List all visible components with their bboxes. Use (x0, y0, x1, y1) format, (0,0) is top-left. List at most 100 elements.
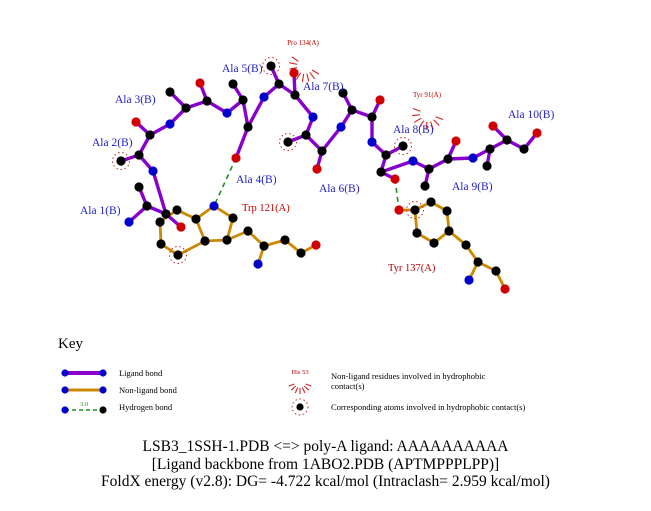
atom-N (464, 275, 474, 285)
hydrophobic-residue-label: Tyr 91(A) (413, 91, 442, 99)
key-hydrophobic-atoms-label: Corresponding atoms involved in hydropho… (331, 401, 526, 412)
hydrogen-bond-distance: 3.0 (80, 401, 88, 408)
eyelash-arc (295, 72, 302, 80)
atom-C (424, 164, 434, 174)
atom-O (131, 117, 141, 127)
key-title: Key (58, 336, 83, 352)
atom-C (485, 144, 495, 154)
atom-C (228, 79, 238, 89)
eyelash-arc (412, 108, 421, 112)
atom-O (375, 95, 385, 105)
residue-label: Ala 7(B) (303, 81, 344, 93)
eyelash-arc (425, 121, 428, 130)
non-ligand-bond (176, 239, 207, 257)
hydrophobic-contact-circle (279, 133, 297, 151)
atom-O (488, 121, 498, 131)
molecular-diagram: Pro 134(A)Tyr 91(A)Ala 1(B)Ala 2(B)Ala 3… (80, 39, 554, 294)
residue-label: Ala 9(B) (452, 181, 493, 193)
ligand-bond (293, 93, 315, 119)
key-hydrogen-bond-row: 3.0 Hydrogen bond (58, 398, 266, 415)
residue-label: Ala 6(B) (319, 183, 360, 195)
residue-label: Tyr 137(A) (388, 263, 436, 274)
non-ligand-bond-icon (61, 385, 107, 394)
atom-C (274, 79, 284, 89)
eyelash-arc (301, 73, 305, 82)
atom-C (296, 248, 306, 258)
hydrophobic-contact-circle (169, 246, 187, 264)
atom-C (482, 161, 492, 171)
atom-C (376, 167, 386, 177)
eyelash-arc (291, 56, 299, 62)
atom-O (394, 205, 404, 215)
ligand-bond (320, 125, 343, 153)
key-section: Key Ligand bond Non (58, 336, 633, 415)
hydrogen-bond (213, 157, 237, 207)
hydrogen-bond-icon: 3.0 (61, 401, 107, 414)
hydrophobic-contact-circle (112, 152, 130, 170)
key-right-column: His 53 Non-ligand residues involved (280, 364, 525, 415)
atom-C (228, 213, 238, 223)
eyelash-arc (289, 62, 298, 65)
atom-O (312, 164, 322, 174)
eyelash-arc (289, 67, 298, 70)
atom-C (381, 150, 391, 160)
eyelash-arc (435, 116, 444, 120)
key-ligand-bond-label: Ligand bond (119, 367, 163, 378)
atom-C (145, 130, 155, 140)
key-hydrophobic-residues-label: Non-ligand residues involved in hydropho… (331, 371, 486, 391)
atom-C (367, 112, 377, 122)
atom-C (243, 226, 253, 236)
hydrophobic-contact-circle (394, 137, 412, 155)
eyelash-arc (311, 69, 320, 75)
atom-N (209, 201, 219, 211)
eyelash-example-label: His 53 (291, 369, 308, 376)
residue-label: Ala 10(B) (508, 109, 554, 121)
residue-label: Trp 121(A) (242, 203, 290, 214)
atom-C (173, 250, 183, 260)
atom-C (238, 95, 248, 105)
atom-C (283, 137, 293, 147)
atom-C (519, 144, 529, 154)
key-left-column: Ligand bond Non-ligand bond 3.0 (58, 364, 266, 415)
atom-C (280, 235, 290, 245)
key-hydrophobic-atoms-row: Corresponding atoms involved in hydropho… (280, 398, 525, 415)
residue-label: Ala 2(B) (92, 137, 133, 149)
eyelash-arc (418, 120, 425, 128)
footer-line-2: [Ligand backbone from 1ABO2.PDB (APTMPPP… (151, 455, 500, 473)
eyelash-arc (306, 73, 310, 82)
eyelash-arc (412, 114, 421, 117)
hydrophobic-atom-icon (291, 398, 309, 415)
atom-O (289, 68, 299, 78)
atom-N (336, 122, 346, 132)
atom-C (473, 257, 483, 267)
atom-O (500, 284, 510, 294)
key-nonligand-bond-label: Non-ligand bond (119, 384, 177, 395)
atom-N (259, 92, 269, 102)
ligand-bond (379, 159, 415, 174)
atom-C (134, 182, 144, 192)
atom-C (502, 135, 512, 145)
atom-N (408, 156, 418, 166)
atom-N (124, 217, 134, 227)
atom-C (347, 105, 357, 115)
atom-C (200, 236, 210, 246)
atom-C (410, 205, 420, 215)
atom-C (444, 226, 454, 236)
atom-C (165, 87, 175, 97)
atom-O (176, 222, 186, 232)
hydrogen-bond (394, 178, 400, 211)
atom-N (165, 119, 175, 129)
hydrophobic-contact-circle (406, 201, 424, 219)
atom-C (202, 96, 212, 106)
atom-O (390, 174, 400, 184)
atom-C (172, 205, 182, 215)
atom-C (156, 239, 166, 249)
atom-N (148, 166, 158, 176)
atom-C (181, 103, 191, 113)
atom-C (301, 130, 311, 140)
atom-N (222, 108, 232, 118)
atom-C (461, 240, 471, 250)
atom-C (243, 122, 253, 132)
ligand-bond-icon (61, 368, 107, 377)
